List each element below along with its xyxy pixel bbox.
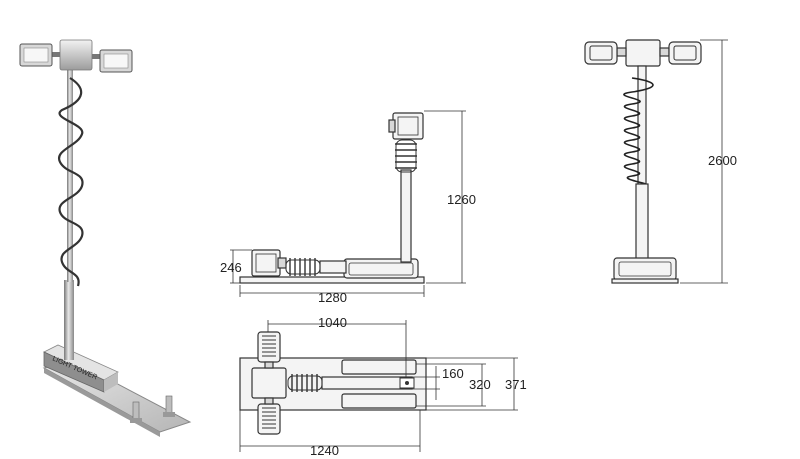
mast-upper xyxy=(67,70,73,282)
coiled-cable xyxy=(57,77,84,287)
dim-1240: 1240 xyxy=(310,443,339,458)
top-rail-upper xyxy=(341,359,417,375)
top-spring xyxy=(287,374,323,392)
side-base-plate xyxy=(239,276,425,284)
side-horizontal-spring xyxy=(285,258,321,276)
top-view: 1040 1240 160 320 371 xyxy=(239,315,527,458)
dim-371: 371 xyxy=(505,377,527,392)
dim-2600: 2600 xyxy=(708,153,737,168)
front-floodlight-left xyxy=(584,41,618,65)
floodlight-right xyxy=(99,49,133,73)
side-view: 1260 246 1280 xyxy=(220,110,476,305)
side-mast xyxy=(400,169,412,263)
dim-1260: 1260 xyxy=(447,192,476,207)
floodlight-left xyxy=(19,43,53,67)
side-horizontal-tube xyxy=(319,260,347,274)
side-spring xyxy=(395,139,417,173)
front-head xyxy=(616,39,670,67)
side-head xyxy=(388,112,424,140)
side-light-folded xyxy=(251,249,287,277)
dim-160: 160 xyxy=(442,366,464,381)
bracket-2 xyxy=(163,395,175,417)
dim-1280: 1280 xyxy=(318,290,347,305)
dim-246: 246 xyxy=(220,260,242,275)
top-floodlight-lower xyxy=(257,397,281,435)
top-floodlight-upper xyxy=(257,331,281,369)
product-photo: LIGHT TOWER xyxy=(19,39,192,437)
head-box xyxy=(59,39,93,71)
front-base xyxy=(611,257,679,284)
bracket-1 xyxy=(130,401,142,423)
front-mast-lower xyxy=(635,183,649,261)
top-rail-lower xyxy=(341,393,417,409)
front-floodlight-right xyxy=(668,41,702,65)
dim-1040: 1040 xyxy=(318,315,347,330)
dim-320: 320 xyxy=(469,377,491,392)
top-center-mast xyxy=(321,376,413,390)
top-head xyxy=(251,367,287,399)
front-spring xyxy=(623,77,654,185)
mast-lower xyxy=(64,280,74,360)
front-view: 2600 xyxy=(584,39,737,284)
